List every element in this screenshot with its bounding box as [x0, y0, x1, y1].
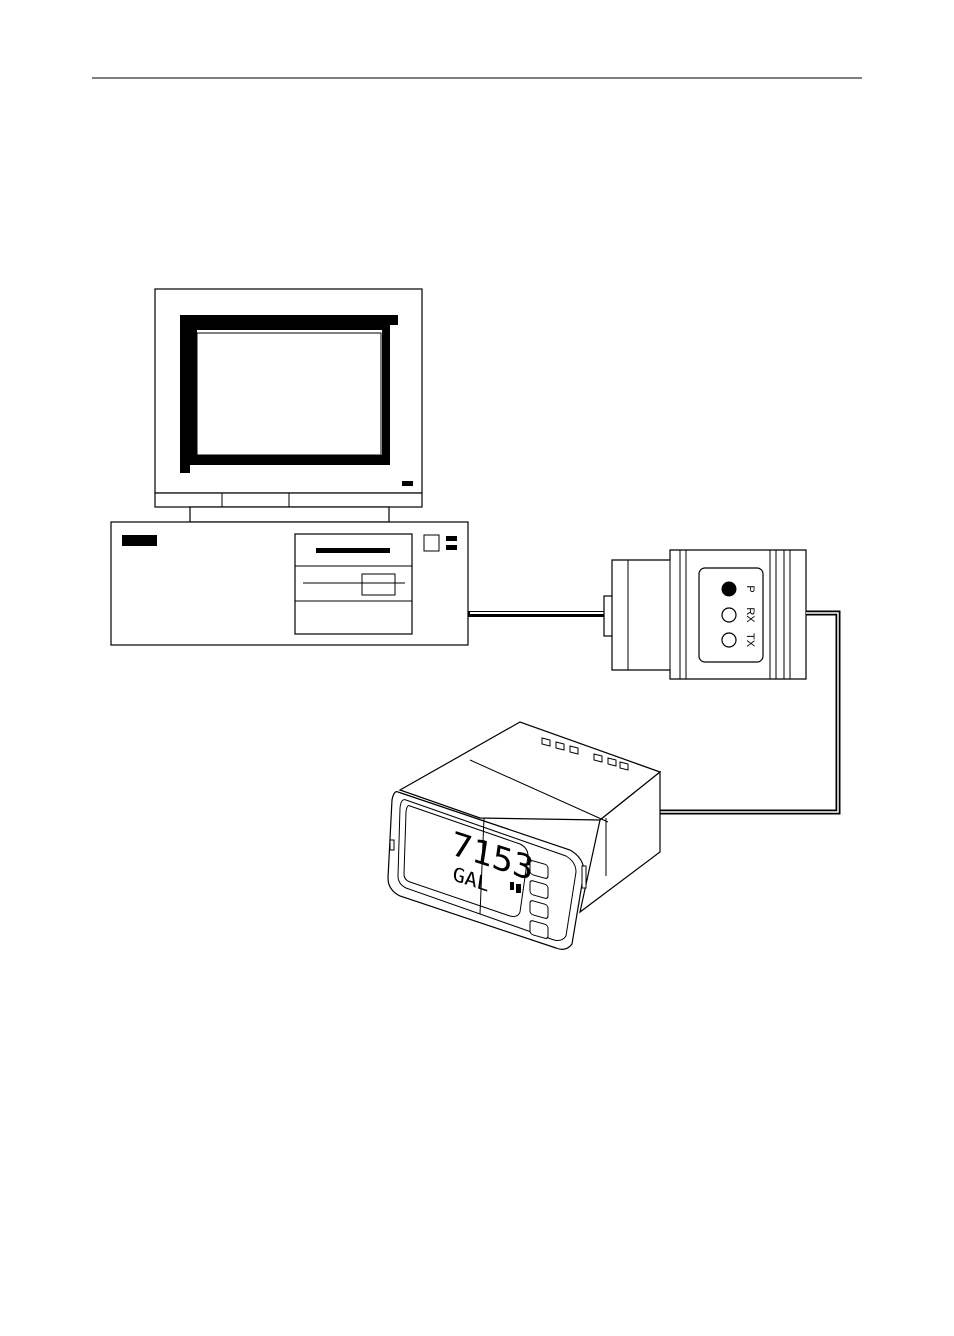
- serial-cable: [468, 611, 608, 617]
- monitor-screen: [197, 333, 381, 455]
- computer-badge: [122, 535, 157, 546]
- tx-led: [722, 633, 736, 647]
- cd-drive-slot: [316, 548, 390, 553]
- meter-annunciator-2: [516, 884, 521, 893]
- rx-led: [722, 608, 736, 622]
- digital-panel-meter: 7153 GAL: [388, 722, 660, 949]
- usb-adapter: P RX TX: [604, 550, 806, 679]
- computer-case: [111, 522, 468, 645]
- power-button: [424, 535, 439, 551]
- monitor-stand: [190, 507, 389, 522]
- meter-annunciator-1: [510, 882, 514, 890]
- led-label-tx: TX: [744, 633, 756, 648]
- status-light-2: [446, 545, 457, 550]
- status-light-1: [446, 536, 457, 541]
- power-led: [722, 582, 736, 596]
- led-label-rx: RX: [744, 607, 756, 623]
- monitor-power-indicator: [402, 481, 413, 486]
- led-label-p: P: [744, 585, 756, 592]
- computer-monitor: [155, 289, 422, 522]
